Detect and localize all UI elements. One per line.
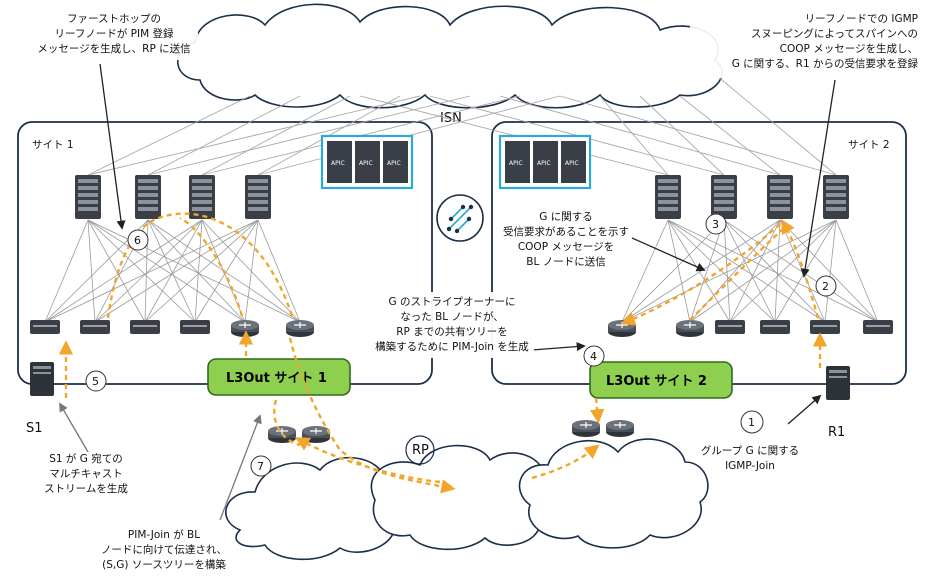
orchestrator-icon — [436, 194, 484, 242]
svg-text:S1 が G 宛ての: S1 が G 宛ての — [49, 452, 123, 465]
svg-text:G に関する、R1 からの受信要求を登録: G に関する、R1 からの受信要求を登録 — [732, 57, 919, 70]
l3out-site1-label: L3Out サイト 1 — [226, 371, 327, 386]
annotation-s1-stream: S1 が G 宛ての マルチキャスト ストリームを生成 — [44, 452, 128, 495]
spine-switch — [189, 175, 215, 219]
svg-text:G のストライプオーナーに: G のストライプオーナーに — [389, 296, 516, 308]
receiver-server-r1 — [826, 366, 850, 400]
source-server-s1 — [30, 362, 54, 396]
svg-text:受信要求があることを示す: 受信要求があることを示す — [503, 225, 629, 238]
annotation-igmp-snoop: リーフノードでの IGMP スヌーピングによってスパインへの COOP メッセー… — [690, 8, 922, 78]
spine-switch — [135, 175, 161, 219]
svg-text:6: 6 — [134, 234, 141, 247]
rp-label: RP — [412, 443, 429, 458]
site1-label: サイト 1 — [32, 139, 74, 151]
apic-label: APIC — [387, 160, 401, 167]
apic-label: APIC — [331, 160, 345, 167]
wan-router — [571, 419, 601, 438]
svg-text:マルチキャスト: マルチキャスト — [49, 468, 123, 480]
spine-switch — [245, 175, 271, 219]
spine-switch — [767, 175, 793, 219]
svg-text:なった BL ノードが、: なった BL ノードが、 — [400, 310, 504, 323]
svg-text:G に関する: G に関する — [539, 211, 592, 223]
border-leaf-router — [285, 319, 315, 338]
site2-label: サイト 2 — [848, 139, 890, 151]
svg-text:2: 2 — [822, 280, 829, 293]
svg-text:COOP メッセージを生成し、: COOP メッセージを生成し、 — [780, 42, 918, 55]
annotation-arrows — [59, 63, 836, 521]
annotation-coop-bl: G に関する 受信要求があることを示す COOP メッセージを BL ノードに送… — [500, 206, 630, 274]
step-7-badge: 7 — [250, 455, 272, 477]
svg-text:グループ G に関する: グループ G に関する — [701, 444, 799, 457]
svg-text:ファーストホップの: ファーストホップの — [67, 13, 161, 25]
leaf-switch — [30, 320, 60, 334]
svg-text:(S,G) ソースツリーを構築: (S,G) ソースツリーを構築 — [102, 558, 226, 571]
l3out-site1-box — [207, 358, 351, 396]
svg-text:4: 4 — [590, 350, 597, 363]
svg-text:IGMP-Join: IGMP-Join — [725, 460, 775, 472]
step-2-badge: 2 — [815, 275, 837, 297]
svg-text:1: 1 — [748, 416, 755, 429]
leaf-switch — [180, 320, 210, 334]
svg-text:PIM-Join が BL: PIM-Join が BL — [128, 528, 200, 541]
spine-switch — [711, 175, 737, 219]
annotation-pim-join-bl: PIM-Join が BL ノードに向けて伝達され、 (S,G) ソースツリーを… — [101, 528, 227, 571]
step-5-badge: 5 — [85, 370, 107, 392]
isn-cloud — [177, 3, 723, 109]
svg-text:BL ノードに送信: BL ノードに送信 — [526, 255, 605, 268]
spine-switch — [75, 175, 101, 219]
receiver-host-label: R1 — [828, 425, 845, 440]
wan-router — [605, 419, 635, 438]
rp-badge — [405, 435, 435, 465]
svg-text:COOP メッセージを: COOP メッセージを — [518, 241, 614, 253]
source-host-label: S1 — [26, 421, 43, 436]
svg-text:5: 5 — [92, 375, 99, 388]
svg-text:スヌーピングによってスパインへの: スヌーピングによってスパインへの — [751, 27, 918, 40]
annotation-igmp-join: グループ G に関する IGMP-Join — [701, 444, 799, 472]
step-3-badge: 3 — [705, 213, 727, 235]
site1-apic-cluster: APIC APIC APIC — [320, 134, 414, 190]
spine-switch — [823, 175, 849, 219]
l3out-site2-box — [589, 361, 733, 399]
svg-text:リーフノードが PIM 登録: リーフノードが PIM 登録 — [54, 27, 174, 40]
apic-label: APIC — [509, 160, 523, 167]
svg-text:ストリームを生成: ストリームを生成 — [44, 482, 128, 495]
l3out-site2-label: L3Out サイト 2 — [606, 374, 707, 389]
leaf-switch — [810, 320, 840, 334]
border-leaf-router — [230, 319, 260, 338]
annotation-stripe-owner: G のストライプオーナーに なった BL ノードが、 RP までの共有ツリーを … — [372, 292, 534, 358]
wan-cloud-right — [518, 438, 709, 549]
wan-router — [301, 425, 331, 444]
spine-switch — [655, 175, 681, 219]
site2-apic-cluster: APIC APIC APIC — [498, 134, 592, 190]
annotation-first-hop: ファーストホップの リーフノードが PIM 登録 メッセージを生成し、RP に送… — [30, 8, 198, 60]
multicast-flow-paths — [58, 212, 828, 494]
site1-fabric-mesh — [44, 219, 301, 323]
svg-text:RP までの共有ツリーを: RP までの共有ツリーを — [396, 325, 507, 338]
step-4-badge: 4 — [583, 345, 605, 367]
svg-text:ノードに向けて伝達され、: ノードに向けて伝達され、 — [101, 543, 227, 556]
leaf-switch — [130, 320, 160, 334]
svg-text:リーフノードでの IGMP: リーフノードでの IGMP — [805, 13, 918, 25]
svg-text:メッセージを生成し、RP に送信: メッセージを生成し、RP に送信 — [37, 42, 190, 55]
step-1-badge: 1 — [740, 410, 764, 434]
leaf-switch — [80, 320, 110, 334]
svg-text:7: 7 — [257, 460, 264, 473]
leaf-switch — [760, 320, 790, 334]
svg-text:3: 3 — [712, 218, 719, 231]
border-leaf-router — [675, 319, 705, 338]
svg-text:構築するために PIM-Join を生成: 構築するために PIM-Join を生成 — [375, 340, 529, 353]
apic-label: APIC — [537, 160, 551, 167]
leaf-switch — [863, 320, 893, 334]
leaf-switch — [715, 320, 745, 334]
apic-label: APIC — [565, 160, 579, 167]
border-leaf-router — [607, 319, 637, 338]
apic-label: APIC — [359, 160, 373, 167]
step-6-badge: 6 — [127, 229, 149, 251]
